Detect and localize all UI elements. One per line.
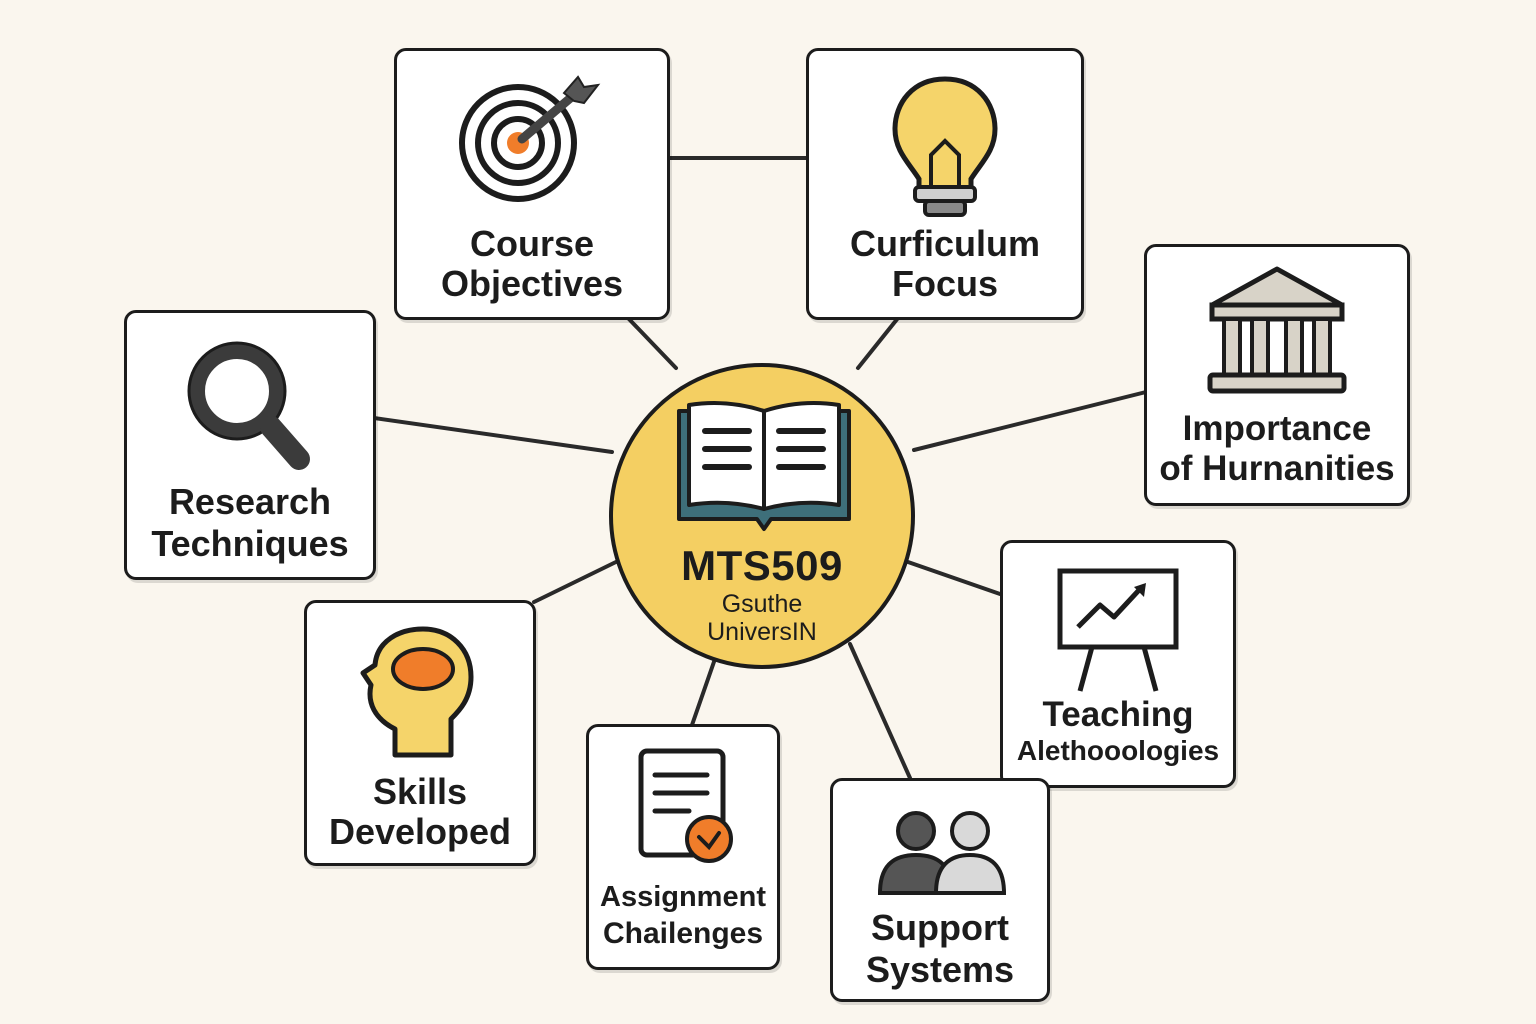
node-curriculum-focus[interactable]: Curficulum Focus — [806, 48, 1084, 320]
connector-skills — [532, 558, 622, 604]
node-importance-of-humanities[interactable]: Importance of Hurnanities — [1144, 244, 1410, 506]
target-icon — [459, 75, 601, 202]
open-book-icon — [677, 401, 851, 531]
node-skills-developed[interactable]: Skills Developed — [304, 600, 536, 866]
node-label-line-1: Support — [871, 907, 1009, 948]
node-label-line-2: of Hurnanities — [1159, 449, 1395, 488]
connector-humanities — [912, 390, 1148, 452]
connector-research — [372, 416, 614, 454]
node-label-line-1: Curficulum — [849, 223, 1040, 264]
subtitle-line-1: Gsuthe — [721, 590, 803, 618]
document-check-icon — [638, 748, 733, 863]
head-brain-icon — [360, 626, 474, 758]
course-code: MTS509 — [681, 542, 843, 589]
node-label-line-2: Objectives — [440, 263, 624, 304]
node-assignment-challenges[interactable]: Assignment Chailenges — [586, 724, 780, 970]
lightbulb-icon — [892, 76, 998, 217]
node-label-line-1: Research — [168, 481, 332, 522]
building-columns-icon — [1207, 266, 1347, 394]
node-label-line-2: Techniques — [151, 523, 349, 564]
node-course-objectives[interactable]: Course Objectives — [394, 48, 670, 320]
node-label-line-2: Developed — [328, 811, 512, 852]
people-icon — [877, 811, 1007, 895]
magnifier-icon — [187, 341, 310, 470]
connector-support — [848, 642, 912, 780]
node-label-line-1: Assignment — [600, 881, 766, 913]
node-label-line-1: Importance — [1182, 409, 1372, 448]
connector-curriculum — [856, 316, 900, 370]
node-label-line-2: Systems — [865, 949, 1015, 990]
node-teaching-methodologies[interactable]: Teaching Alethooologies — [1000, 540, 1236, 788]
center-node[interactable]: MTS509 Gsuthe UniversIN — [609, 363, 915, 669]
node-label-line-1: Course — [469, 223, 595, 264]
connector-assignment — [690, 654, 718, 727]
node-label-line-2: Chailenges — [602, 917, 764, 950]
connector-course — [626, 316, 678, 370]
node-label-line-1: Skills — [372, 771, 468, 812]
node-research-techniques[interactable]: Research Techniques — [124, 310, 376, 580]
node-label-line-1: Teaching — [1042, 695, 1194, 734]
node-label-line-2: Focus — [891, 263, 998, 304]
subtitle-line-2: UniversIN — [707, 618, 817, 646]
node-support-systems[interactable]: Support Systems — [830, 778, 1050, 1002]
node-label-line-2: Alethooologies — [1016, 735, 1220, 766]
connector-teaching — [906, 560, 1002, 596]
presentation-chart-icon — [1057, 568, 1179, 692]
